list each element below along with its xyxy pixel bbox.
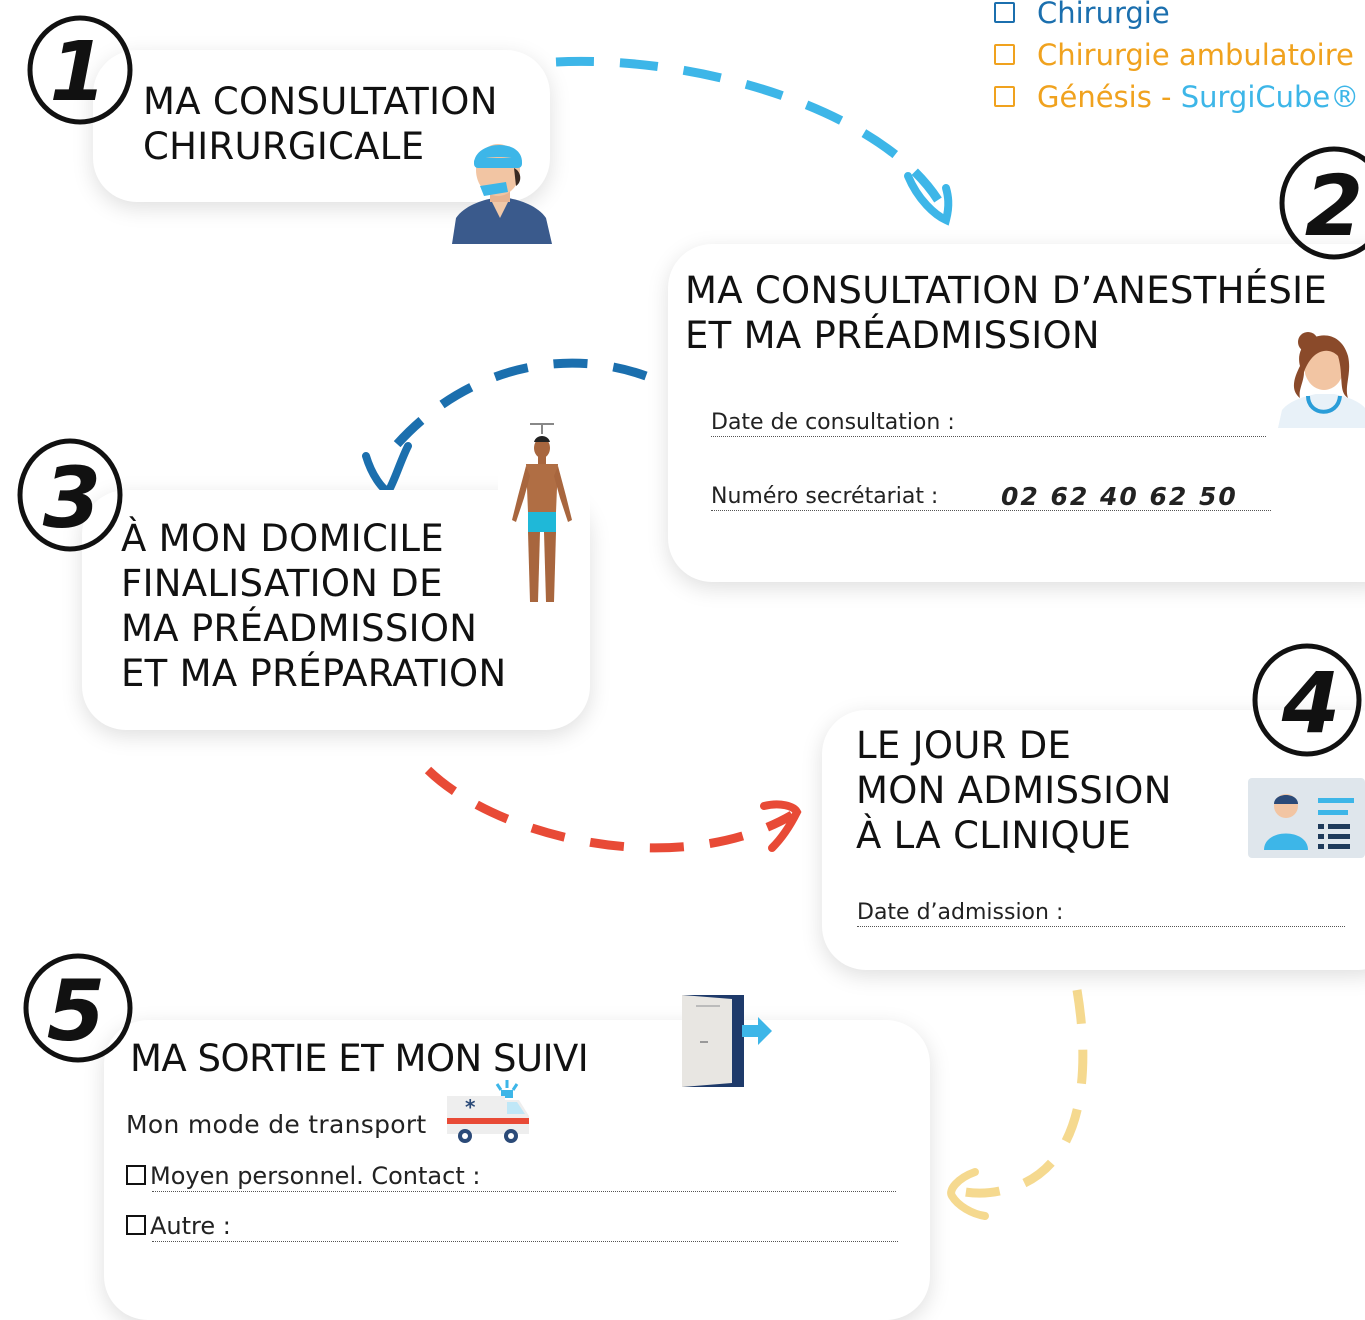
title-line: FINALISATION DE xyxy=(121,562,443,605)
secretariat-phone-value: 02 62 40 62 50 xyxy=(1001,482,1238,511)
title-line: ET MA PRÉPARATION xyxy=(121,652,507,695)
consultation-date-field[interactable]: Date de consultation : xyxy=(711,410,1266,440)
title-line: MA CONSULTATION xyxy=(143,80,498,123)
procedure-label: Chirurgie ambulatoire xyxy=(1037,38,1354,72)
checkbox-icon[interactable] xyxy=(994,1,1015,23)
option-label: Moyen personnel. Contact : xyxy=(150,1162,481,1190)
step-number-text: 3 xyxy=(43,449,101,547)
option-label: Autre : xyxy=(150,1212,231,1240)
checkbox-icon[interactable] xyxy=(126,1215,146,1235)
title-line: MON ADMISSION xyxy=(856,769,1172,812)
step4-number: 4 xyxy=(1252,643,1362,757)
title-line: MA PRÉADMISSION xyxy=(121,607,478,650)
arrowhead-step4-icon xyxy=(760,800,802,852)
title-line: CHIRURGICALE xyxy=(143,125,425,168)
step-number-text: 4 xyxy=(1281,654,1340,752)
consultation-date-line xyxy=(711,436,1266,437)
transport-option-other[interactable]: Autre : xyxy=(126,1212,898,1244)
admission-date-line xyxy=(857,926,1345,927)
arrow-step1-to-step2 xyxy=(555,56,942,203)
arrowhead-step2-icon xyxy=(904,172,953,226)
procedure-option-chirurgie[interactable]: Chirurgie xyxy=(994,0,1170,30)
step2-number: 2 xyxy=(1279,146,1365,260)
ambulance-icon: * xyxy=(447,1080,529,1143)
exit-door-icon xyxy=(682,995,772,1087)
step-number-text: 2 xyxy=(1305,157,1363,255)
checkbox-icon[interactable] xyxy=(994,43,1015,65)
nurse-icon xyxy=(1278,332,1365,428)
transport-label: Mon mode de transport xyxy=(126,1110,427,1139)
step2-card xyxy=(668,244,1365,582)
other-line xyxy=(152,1241,898,1242)
title-line: MA CONSULTATION D’ANESTHÉSIE xyxy=(685,269,1328,312)
title-line: LE JOUR DE xyxy=(856,724,1072,767)
step2-title: MA CONSULTATION D’ANESTHÉSIE ET MA PRÉAD… xyxy=(685,268,1327,358)
admission-date-field[interactable]: Date d’admission : xyxy=(857,900,1345,930)
flow-arrows xyxy=(362,56,1088,1220)
step1-number: 1 xyxy=(27,15,133,125)
step1-card xyxy=(93,50,550,202)
admission-date-label: Date d’admission : xyxy=(857,900,1064,925)
secretariat-phone-label: Numéro secrétariat : xyxy=(711,484,939,509)
step-number-text: 5 xyxy=(47,962,105,1060)
patient-file-icon xyxy=(1248,778,1365,858)
surgeon-icon xyxy=(452,144,552,244)
title-line: ET MA PRÉADMISSION xyxy=(685,314,1100,357)
patient-body-icon xyxy=(498,416,590,608)
step4-title: LE JOUR DE MON ADMISSION À LA CLINIQUE xyxy=(856,723,1172,858)
procedure-option-genesis[interactable]: Génésis - SurgiCube® xyxy=(994,80,1359,114)
arrow-step4-to-step5 xyxy=(964,989,1088,1198)
transport-option-personal[interactable]: Moyen personnel. Contact : xyxy=(126,1162,896,1194)
title-line: À LA CLINIQUE xyxy=(856,814,1132,857)
procedure-label-part2: SurgiCube® xyxy=(1180,80,1360,114)
step5-number: 5 xyxy=(23,953,133,1063)
title-line: À MON DOMICILE xyxy=(121,517,444,560)
step3-number: 3 xyxy=(17,438,123,552)
procedure-label: Chirurgie xyxy=(1037,0,1170,30)
secretariat-phone-line xyxy=(711,510,1271,511)
checkbox-icon[interactable] xyxy=(994,85,1015,107)
step1-title: MA CONSULTATION CHIRURGICALE xyxy=(143,79,498,169)
step-number-text: 1 xyxy=(49,25,106,120)
procedure-option-ambulatoire[interactable]: Chirurgie ambulatoire xyxy=(994,38,1354,72)
svg-text:*: * xyxy=(465,1095,476,1119)
secretariat-phone-field: Numéro secrétariat : 02 62 40 62 50 xyxy=(711,482,1271,514)
checkbox-icon[interactable] xyxy=(126,1165,146,1185)
arrowhead-step5-icon xyxy=(947,1168,989,1220)
step5-card xyxy=(104,1020,930,1320)
contact-line xyxy=(152,1191,896,1192)
step5-title: MA SORTIE ET MON SUIVI xyxy=(130,1037,589,1080)
arrow-step2-to-step3 xyxy=(388,358,648,453)
procedure-label-part1: Génésis - xyxy=(1037,80,1181,114)
consultation-date-label: Date de consultation : xyxy=(711,410,955,435)
step3-title: À MON DOMICILE FINALISATION DE MA PRÉADM… xyxy=(121,516,506,696)
arrow-step3-to-step4 xyxy=(424,766,795,853)
arrowhead-step3-icon xyxy=(362,442,412,498)
